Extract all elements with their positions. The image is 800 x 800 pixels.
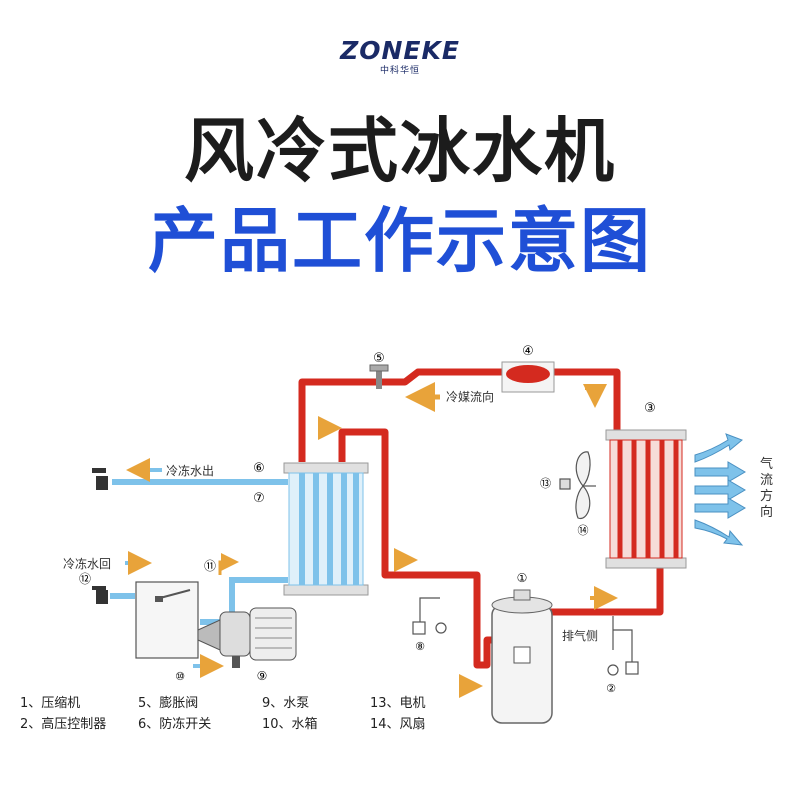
label-num-5: ⑤: [373, 351, 385, 366]
water-pump: [197, 607, 297, 668]
brand-logo: ZONEKE 中科华恒: [0, 36, 800, 76]
chilled-water-out-label: 冷冻水出: [166, 463, 214, 478]
label-num-13: ⑬: [540, 477, 551, 490]
svg-text:气: 气: [760, 456, 773, 472]
legend-item: 9、水泵: [262, 696, 309, 711]
legend-item: 10、水箱: [262, 716, 318, 732]
svg-text:方: 方: [760, 488, 773, 504]
label-num-12: ⑫: [79, 572, 91, 586]
legend-item: 6、防冻开关: [138, 716, 211, 732]
exhaust-side-label: 排气侧: [562, 628, 598, 643]
legend-item: 13、电机: [370, 696, 426, 711]
legend-item: 5、膨胀阀: [138, 696, 198, 711]
label-num-2: ②: [606, 682, 616, 695]
legend-item: 2、高压控制器: [20, 716, 106, 732]
low-pressure-switch: [412, 597, 447, 635]
filter-drier: [506, 365, 550, 383]
label-num-7: ⑦: [253, 491, 265, 506]
label-num-11: ⑪: [204, 559, 216, 573]
label-num-10: ⑩: [175, 670, 185, 683]
airflow-arrows: [694, 433, 746, 546]
airflow-direction-label: 气 流 方 向: [760, 456, 773, 520]
expansion-valve: [369, 364, 389, 389]
fan-icon: [559, 451, 596, 519]
legend-item: 1、压缩机: [20, 695, 80, 711]
svg-text:流: 流: [760, 473, 773, 488]
label-num-9: ⑨: [257, 669, 268, 683]
chilled-water-return-label: 冷冻水回: [63, 556, 111, 571]
refrigerant-direction-arrows: [318, 384, 618, 698]
evaporator: [283, 462, 369, 596]
label-num-14: ⑭: [578, 524, 589, 537]
logo-wordmark: ZONEKE: [340, 36, 460, 65]
water-flow-arrow: [218, 553, 239, 575]
refrigerant-flow-label: 冷媒流向: [446, 389, 494, 404]
high-pressure-switch: [607, 616, 639, 676]
label-num-1: ①: [517, 571, 528, 585]
page-subtitle: 产品工作示意图: [148, 200, 652, 282]
logo-subtitle: 中科华恒: [379, 66, 420, 76]
compressor: [491, 589, 553, 724]
legend-item: 14、风扇: [370, 716, 426, 732]
condenser: [605, 429, 687, 569]
water-tank: [135, 581, 199, 659]
page-title: 风冷式冰水机: [184, 110, 616, 192]
label-num-4: ④: [522, 344, 534, 359]
label-num-8: ⑧: [415, 640, 425, 653]
water-out-valve: [92, 468, 108, 490]
water-return-valve: [92, 586, 108, 604]
label-num-6: ⑥: [253, 461, 265, 476]
svg-text:向: 向: [760, 504, 773, 520]
label-num-3: ③: [644, 401, 656, 416]
legend: 1、压缩机 5、膨胀阀 9、水泵 13、电机 2、高压控制器 6、防冻开关 10…: [20, 695, 426, 732]
